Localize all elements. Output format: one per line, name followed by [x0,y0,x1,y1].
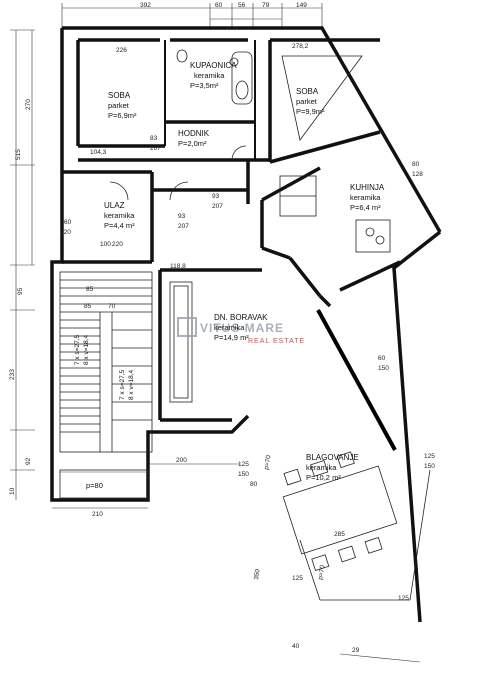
idim-7: 207 [150,145,161,152]
dim-left-5: 10 [9,487,16,495]
left-dimensions: 515 270 95 233 10 92 [9,29,35,500]
dim-bottom-1: 210 [92,511,103,518]
idim-21: 93 [212,193,220,200]
idim-0: 226 [116,47,127,54]
room-kupaonica-name: KUPAONICA [190,61,237,70]
top-dimensions: 392 60 56 79 149 [61,2,323,30]
stair-label-1: 7 x s=27,5 [74,334,81,365]
idim-22: 207 [212,203,223,210]
dim-bottom-2: 200 [176,457,187,464]
room-kupaonica-floor: keramika [194,71,225,80]
room-ulaz-name: ULAZ [104,201,125,210]
room-soba2-floor: parket [296,97,318,106]
idim-9: 128 [412,171,423,178]
idim-26: p=70 [317,564,327,580]
idim-28: 125 [398,595,409,602]
stair-label-2: 8 x v=18,4 [83,334,90,365]
room-hodnik-area: P=2,0m² [178,139,207,148]
room-boravak-name: DN. BORAVAK [214,313,268,322]
room-kuhinja-name: KUHINJA [350,183,385,192]
idim-3: 118,8 [170,263,186,270]
stair-label-4: 8 x v=18,4 [128,369,135,400]
room-ulaz-floor: keramika [104,211,135,220]
room-soba2-name: SOBA [296,87,319,96]
idim-19: 125 [238,461,249,468]
stair-dim-2: 70 [108,303,116,310]
idim-16: 60 [378,355,386,362]
idim-18: 285 [334,531,345,538]
idim-24: 40 [292,643,300,650]
dim-left-3: 95 [17,287,24,295]
dim-top-3: 56 [238,2,246,9]
terrace-area: p=80 [86,481,103,490]
room-hodnik-name: HODNIK [178,129,210,138]
dim-left-4: 233 [9,369,16,380]
stair-label-3: 7 x s=27,5 [119,369,126,400]
idim-25: p=70 [263,454,273,470]
bottom-dimensions: 210 200 29 350 [52,457,421,663]
outer-walls [50,26,442,623]
dim-top-5: 149 [296,2,307,9]
room-kuhinja-area: P=6,4 m² [350,203,381,212]
idim-6: 83 [150,135,158,142]
room-kuhinja-floor: keramika [350,193,381,202]
room-boravak-area: P=14,9 m² [214,333,249,342]
dim-bottom-4: 350 [253,568,261,580]
dim-left-6: 92 [25,457,32,465]
dim-left-1: 515 [15,149,22,160]
idim-5: 207 [178,223,189,230]
idim-8: 80 [412,161,420,168]
idim-4: 93 [178,213,186,220]
furniture [109,49,431,601]
stair-dim-3: 85 [86,286,94,293]
dim-top-1: 392 [140,2,151,9]
room-blagovanje-floor: keramika [306,463,337,472]
idim-10: 60 [64,219,72,226]
room-blagovanje-area: P=10,2 m² [306,473,341,482]
terrace: p=80 [59,469,149,499]
room-soba1-floor: parket [108,101,130,110]
idim-17: 150 [378,365,389,372]
room-soba2-area: P=9,9m² [296,107,325,116]
room-labels: SOBA parket P=6,9m² KUPAONICA keramika P… [104,61,385,482]
watermark: VITUS MARE REAL ESTATE [177,317,305,345]
room-kupaonica-area: P=3,5m² [190,81,219,90]
watermark-name: VITUS MARE [200,321,284,335]
room-blagovanje-name: BLAGOVANJE [306,453,359,462]
idim-2: 104,3 [90,149,107,156]
idim-12: 100 [100,241,111,248]
dim-left-2: 270 [25,99,32,110]
room-ulaz-area: P=4,4 m² [104,221,135,230]
inner-dimensions: 226 278,2 104,3 118,8 93 207 83 207 80 1… [60,43,435,650]
dim-top-2: 60 [215,2,223,9]
staircase: 7 x s=27,5 8 x v=18,4 7 x s=27,5 8 x v=1… [59,271,153,453]
idim-27: 80 [250,481,258,488]
idim-13: 220 [112,241,123,248]
idim-20: 150 [238,471,249,478]
idim-11: 120 [60,229,71,236]
room-boravak-floor: keramika [214,323,245,332]
idim-1: 278,2 [292,43,309,50]
room-soba1-name: SOBA [108,91,131,100]
stair-dim-1: 85 [84,303,92,310]
interior-walls [62,38,401,451]
room-soba1-area: P=6,9m² [108,111,137,120]
idim-14: 125 [424,453,435,460]
dim-bottom-3: 29 [352,647,360,654]
idim-23: 125 [292,575,303,582]
watermark-sub: REAL ESTATE [248,338,305,345]
idim-15: 150 [424,463,435,470]
dim-top-4: 79 [262,2,270,9]
